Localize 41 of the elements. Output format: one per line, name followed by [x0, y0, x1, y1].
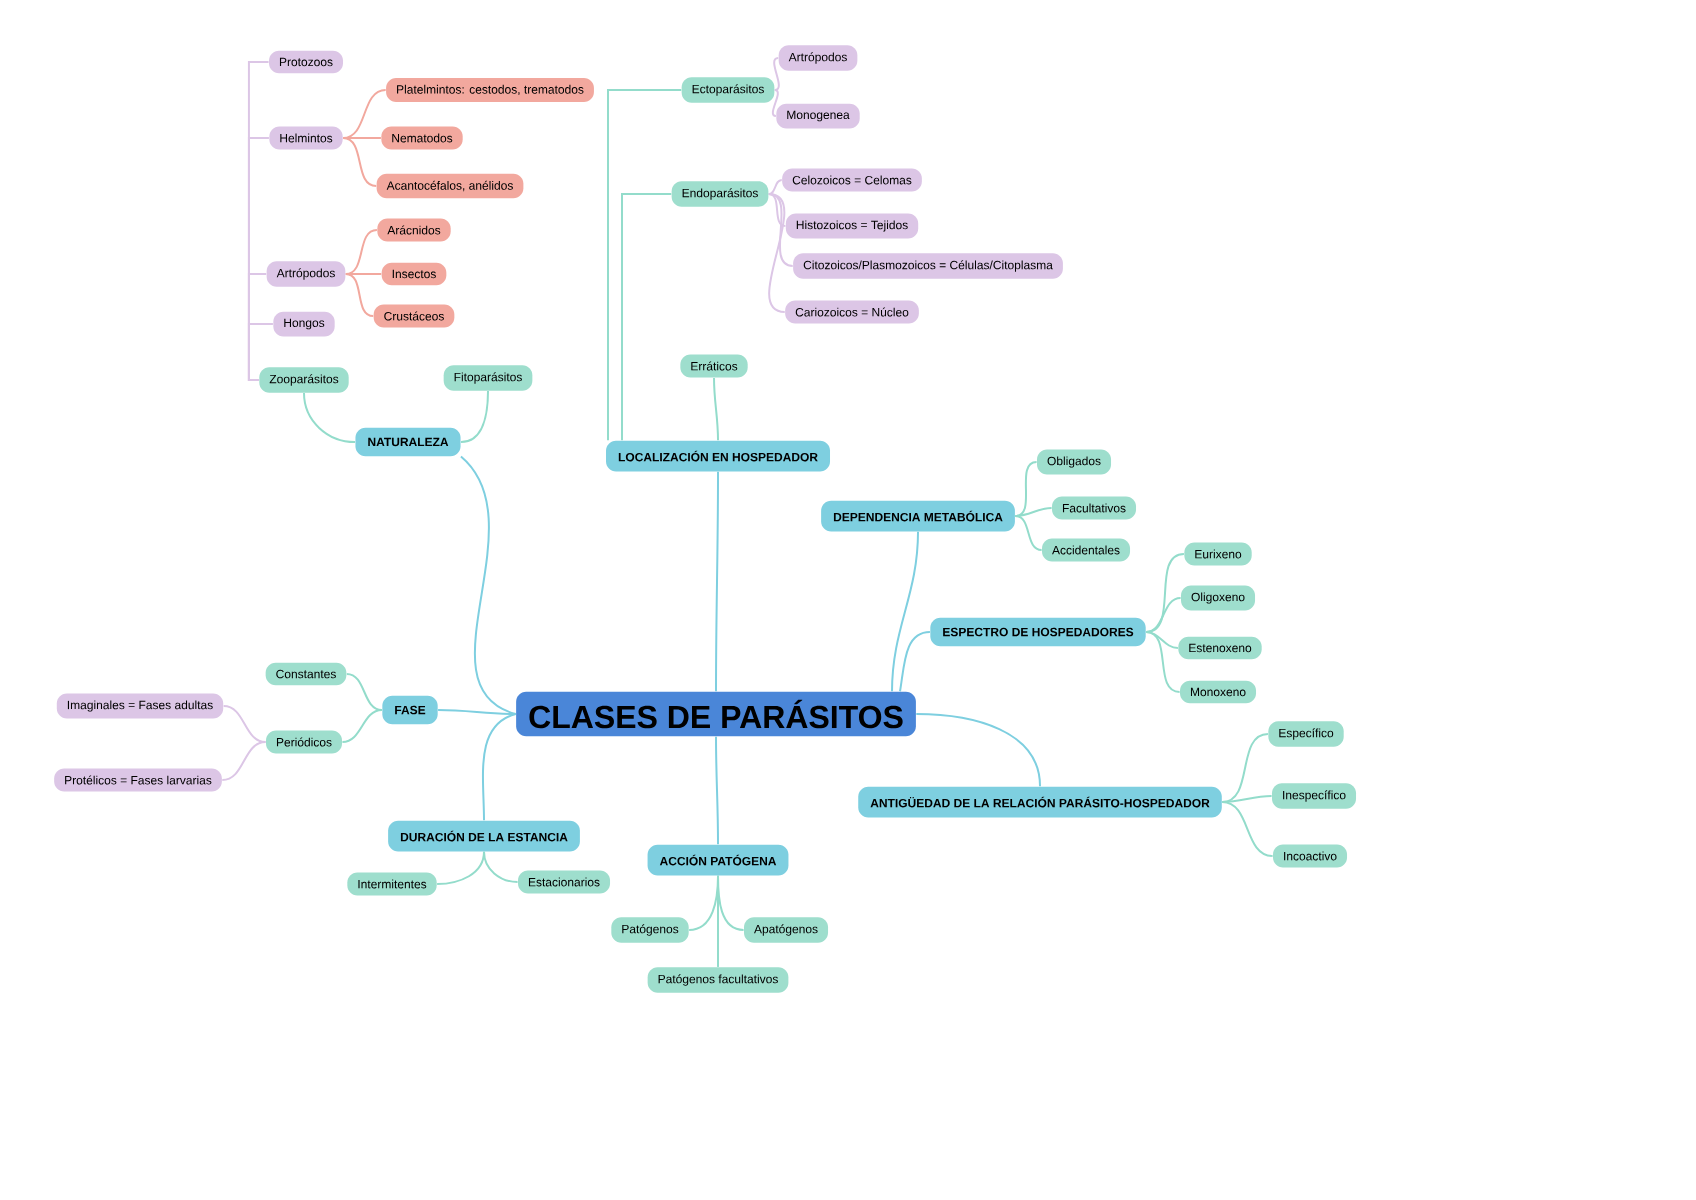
connector-line — [715, 735, 719, 846]
connector-line — [341, 709, 383, 743]
connector-line — [767, 193, 787, 227]
connector-line — [483, 850, 519, 883]
connector-line — [1014, 507, 1053, 517]
connector-line — [767, 179, 783, 195]
connector-line — [481, 713, 517, 822]
connector-line — [221, 741, 267, 781]
connector-line — [773, 57, 780, 91]
connector-line — [342, 137, 378, 187]
connector-line — [344, 273, 383, 275]
central-topic-box: CLASES DE PARÁSITOS — [516, 691, 916, 737]
connector-line — [345, 673, 383, 711]
connector-line — [1221, 801, 1274, 857]
connector-line — [1014, 461, 1038, 517]
connector-line — [342, 89, 387, 139]
connector-line — [717, 874, 719, 968]
connector-line — [715, 470, 719, 693]
connector-line — [771, 89, 779, 117]
connector-line — [915, 713, 1041, 788]
connector-line — [437, 709, 517, 715]
connector-line — [899, 631, 931, 693]
connector-line — [1221, 795, 1273, 803]
connector-line — [767, 193, 786, 313]
connector-line — [222, 705, 267, 743]
connector-line — [342, 137, 382, 139]
connector-line — [344, 273, 375, 317]
connector-line — [459, 455, 517, 715]
connector-line — [344, 229, 378, 275]
connector-line — [607, 89, 683, 442]
connector-line — [303, 392, 357, 443]
connector-line — [459, 390, 489, 443]
connector-line — [891, 530, 919, 693]
connector-line — [1145, 597, 1182, 633]
connector-line — [713, 376, 719, 442]
connector-line — [767, 193, 794, 267]
connector-line — [247, 323, 274, 381]
connector-line — [621, 193, 673, 442]
connector-line — [1221, 733, 1269, 803]
connector-line — [1014, 515, 1043, 551]
connector-line — [1145, 631, 1181, 693]
